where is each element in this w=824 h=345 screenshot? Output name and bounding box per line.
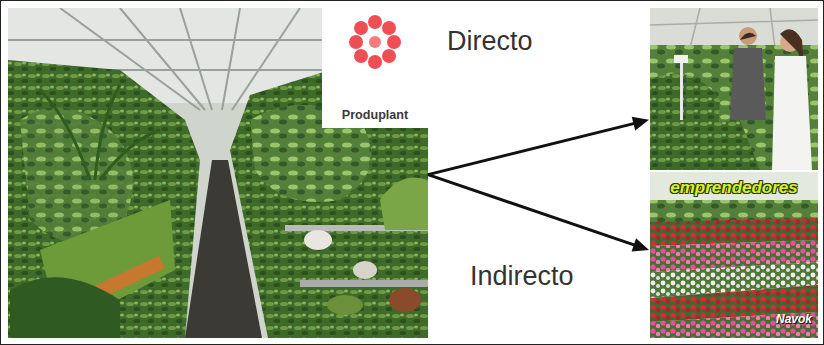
watermark-text: Navok: [758, 312, 812, 326]
edge-label: Indirecto: [470, 262, 574, 292]
edge-label: Directo: [447, 27, 533, 57]
greenhouse-photo: Produplant: [8, 8, 428, 338]
watermark-text: emprendedores: [654, 178, 814, 198]
nursery-photo: emprendedoresNavok: [650, 172, 818, 338]
brand-name: Produplant: [322, 108, 428, 122]
flow-arrow: [428, 117, 649, 175]
flow-arrow: [428, 175, 649, 252]
direct-sale-photo: [650, 8, 818, 170]
